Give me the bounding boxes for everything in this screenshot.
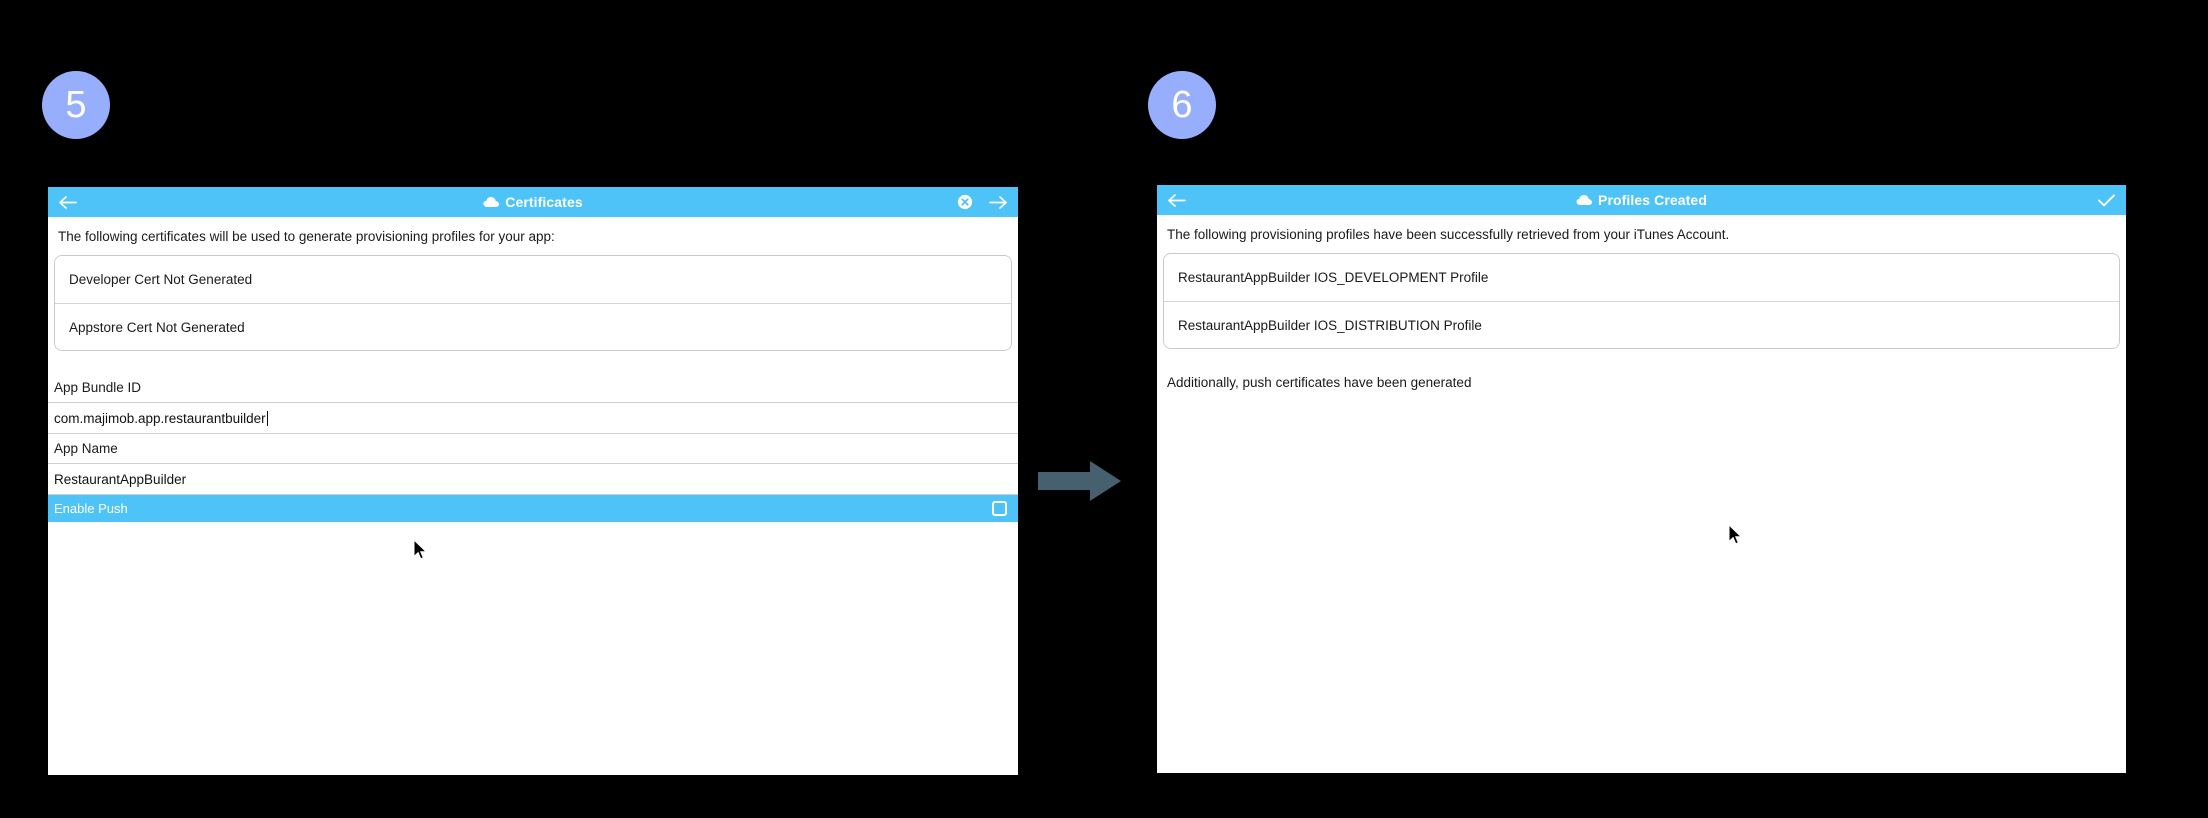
cloud-icon [1576, 194, 1593, 206]
certificates-titlebar: Certificates [48, 187, 1018, 217]
mouse-cursor-right [1728, 523, 1744, 548]
push-certificates-note: Additionally, push certificates have bee… [1167, 375, 1472, 391]
step-badge-5: 5 [42, 71, 110, 139]
app-bundle-id-label: App Bundle ID [48, 373, 1018, 404]
profiles-created-title-text: Profiles Created [1598, 192, 1707, 208]
certificates-body: The following certificates will be used … [48, 217, 1018, 775]
certificates-intro-text: The following certificates will be used … [58, 229, 555, 244]
forward-arrow-icon[interactable] [989, 195, 1008, 210]
app-bundle-id-input[interactable]: com.majimob.app.restaurantbuilder [48, 403, 1018, 435]
enable-push-label: Enable Push [54, 501, 128, 517]
enable-push-row[interactable]: Enable Push [48, 495, 1018, 523]
profiles-created-intro-text: The following provisioning profiles have… [1167, 227, 1730, 242]
certificates-card-list: Developer Cert Not Generated Appstore Ce… [54, 255, 1012, 352]
enable-push-checkbox[interactable] [992, 501, 1007, 517]
app-bundle-id-value: com.majimob.app.restaurantbuilder [54, 410, 266, 426]
certificates-panel: Certificates The following certificates … [48, 187, 1018, 775]
step-badge-6: 6 [1148, 71, 1216, 139]
mouse-cursor-left [413, 538, 429, 563]
list-item[interactable]: Developer Cert Not Generated [55, 256, 1011, 304]
app-info-form: App Bundle ID com.majimob.app.restaurant… [48, 373, 1018, 523]
back-arrow-icon[interactable] [1167, 193, 1186, 208]
app-name-label: App Name [48, 434, 1018, 465]
checkmark-icon[interactable] [2097, 193, 2116, 208]
certificates-title-text: Certificates [505, 194, 583, 210]
app-name-value: RestaurantAppBuilder [54, 471, 187, 487]
text-caret [266, 410, 268, 426]
cloud-icon [483, 196, 500, 208]
profiles-created-title-group: Profiles Created [1157, 185, 2126, 215]
flow-arrow [1038, 458, 1122, 504]
profiles-card-list: RestaurantAppBuilder IOS_DEVELOPMENT Pro… [1163, 253, 2120, 350]
app-name-input[interactable]: RestaurantAppBuilder [48, 464, 1018, 496]
list-item[interactable]: Appstore Cert Not Generated [55, 303, 1011, 351]
back-arrow-icon[interactable] [58, 195, 77, 210]
list-item[interactable]: RestaurantAppBuilder IOS_DEVELOPMENT Pro… [1164, 254, 2119, 302]
profiles-created-titlebar: Profiles Created [1157, 185, 2126, 215]
profiles-created-panel: Profiles Created The following provision… [1157, 185, 2126, 773]
profiles-created-body: The following provisioning profiles have… [1157, 215, 2126, 773]
close-circle-icon[interactable] [957, 194, 973, 210]
certificates-title-group: Certificates [48, 187, 1018, 217]
list-item[interactable]: RestaurantAppBuilder IOS_DISTRIBUTION Pr… [1164, 301, 2119, 349]
